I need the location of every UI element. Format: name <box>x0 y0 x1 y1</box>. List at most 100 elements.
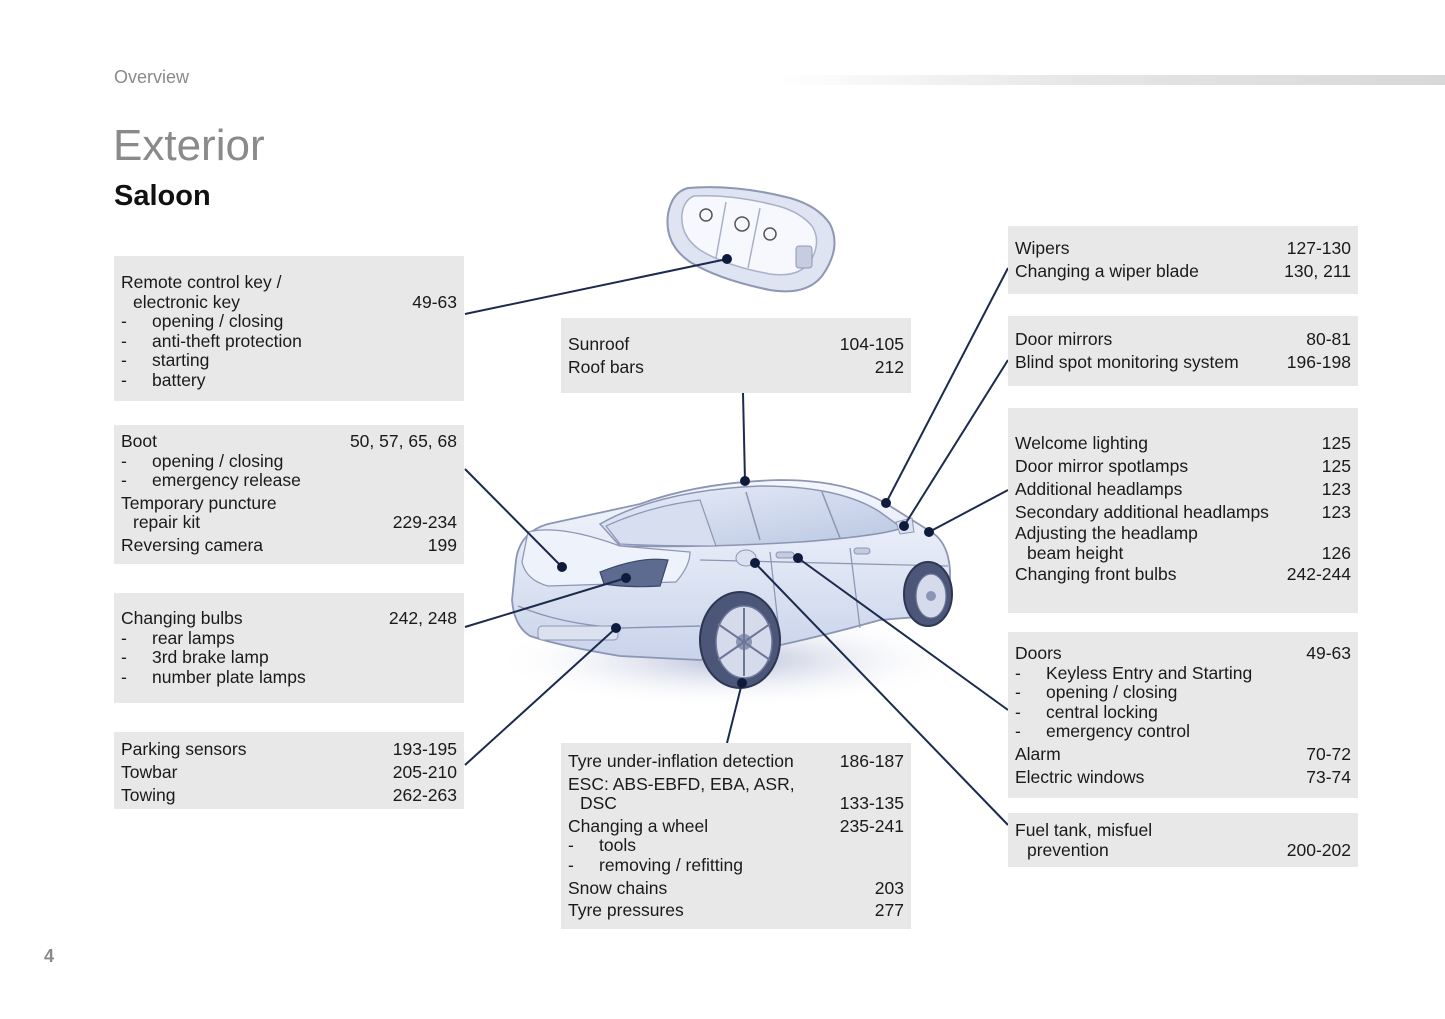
key-item: starting <box>152 350 210 371</box>
secondary-label: Secondary additional headlamps <box>1015 502 1269 522</box>
key-fob-illustration <box>666 186 836 293</box>
roofbars-label: Roof bars <box>568 357 644 377</box>
roofbars-pages: 212 <box>874 357 904 377</box>
towbar-pages: 205-210 <box>392 762 457 782</box>
front-bulbs-label: Changing front bulbs <box>1015 564 1177 585</box>
header-rule <box>775 75 1445 85</box>
fuel-title: Fuel tank, misfuel <box>1015 820 1153 840</box>
wheel-item: removing / refitting <box>599 854 743 875</box>
box-wipers: Wipers 127-130 Changing a wiper blade 130,… <box>1008 226 1358 294</box>
wipers-label: Wipers <box>1015 238 1070 258</box>
puncture-pages: 229-234 <box>392 512 457 533</box>
camera-pages: 199 <box>427 534 457 555</box>
boot-item: emergency release <box>152 470 301 491</box>
page-number: 4 <box>44 946 55 966</box>
chains-pages: 203 <box>874 877 904 898</box>
esc-label: ESC: ABS-EBFD, EBA, ASR, <box>568 773 795 794</box>
box-tyre: Tyre under-inflation detection 186-187 ES… <box>561 743 911 929</box>
leader-fuel <box>754 562 1009 826</box>
leader-boot <box>464 468 563 568</box>
section-label: Overview <box>114 67 190 87</box>
wheel-item: tools <box>599 835 636 856</box>
leader-bulbs <box>464 577 627 628</box>
box-boot: Boot 50, 57, 65, 68 -opening / closing -… <box>114 425 464 564</box>
esc-label-cont: DSC <box>580 793 617 814</box>
leader-mirrors <box>903 359 1009 527</box>
car-illustration <box>490 479 970 708</box>
esc-pages: 133-135 <box>839 793 904 814</box>
leader-lighting <box>928 489 1009 533</box>
adjust-pages: 126 <box>1321 542 1351 563</box>
puncture-title: Temporary puncture <box>121 492 277 513</box>
welcome-pages: 125 <box>1321 433 1351 453</box>
key-title-cont: electronic key <box>133 291 240 312</box>
key-item: opening / closing <box>152 311 284 332</box>
bulbs-title: Changing bulbs <box>121 608 243 628</box>
doors-item: opening / closing <box>1046 682 1178 703</box>
camera-label: Reversing camera <box>121 534 263 555</box>
blind-spot-label: Blind spot monitoring system <box>1015 352 1239 372</box>
wiper-blade-label: Changing a wiper blade <box>1015 261 1199 281</box>
boot-title: Boot <box>121 431 157 451</box>
box-mirrors: Door mirrors 80-81 Blind spot monitoring … <box>1008 316 1358 386</box>
page-subtitle: Saloon <box>114 180 211 212</box>
wheel-pages: 235-241 <box>839 815 904 836</box>
parking-label: Parking sensors <box>121 739 247 759</box>
fuel-pages: 200-202 <box>1286 839 1351 860</box>
doors-item: emergency control <box>1046 721 1190 742</box>
doors-item: central locking <box>1046 701 1158 722</box>
parking-pages: 193-195 <box>392 739 457 759</box>
key-pages: 49-63 <box>412 291 457 312</box>
wheel-label: Changing a wheel <box>568 815 709 836</box>
towbar-label: Towbar <box>121 762 178 782</box>
leader-doors <box>797 557 1009 711</box>
boot-item: opening / closing <box>152 450 284 471</box>
doors-item: Keyless Entry and Starting <box>1046 662 1253 683</box>
leader-parking <box>464 627 617 766</box>
front-bulbs-pages: 242-244 <box>1286 564 1351 585</box>
mirrors-label: Door mirrors <box>1015 329 1113 349</box>
sunroof-pages: 104-105 <box>839 334 904 354</box>
alarm-label: Alarm <box>1015 743 1061 764</box>
tpms-pages: 186-187 <box>839 751 904 771</box>
leader-key <box>464 258 728 315</box>
chains-label: Snow chains <box>568 877 668 898</box>
towing-pages: 262-263 <box>392 785 457 805</box>
alarm-pages: 70-72 <box>1306 743 1351 764</box>
key-title: Remote control key / <box>121 272 282 292</box>
doors-pages: 49-63 <box>1306 643 1351 663</box>
pressures-label: Tyre pressures <box>568 900 684 921</box>
key-item: anti-theft protection <box>152 330 302 351</box>
spotlamps-label: Door mirror spotlamps <box>1015 456 1189 476</box>
fuel-title-cont: prevention <box>1027 839 1109 860</box>
additional-pages: 123 <box>1321 479 1351 499</box>
adjust-label-cont: beam height <box>1027 542 1124 563</box>
wipers-pages: 127-130 <box>1286 238 1351 258</box>
tpms-label: Tyre under-inflation detection <box>568 751 794 771</box>
secondary-pages: 123 <box>1321 502 1351 522</box>
leader-sunroof <box>742 392 746 482</box>
bulbs-pages: 242, 248 <box>388 608 457 628</box>
leader-wipers <box>885 267 1009 504</box>
pressures-pages: 277 <box>874 900 904 921</box>
boot-pages: 50, 57, 65, 68 <box>349 431 457 451</box>
towing-label: Towing <box>121 785 176 805</box>
leader-tyre <box>726 682 743 744</box>
doors-title: Doors <box>1015 643 1062 663</box>
windows-pages: 73-74 <box>1306 766 1351 787</box>
bulbs-item: number plate lamps <box>152 666 306 687</box>
box-parking: Parking sensors 193-195 Towbar 205-210 Tow… <box>114 732 464 809</box>
box-fuel: Fuel tank, misfuel prevention 200-202 <box>1008 813 1358 867</box>
key-item: battery <box>152 369 206 390</box>
puncture-title-cont: repair kit <box>133 512 201 533</box>
adjust-label: Adjusting the headlamp <box>1015 523 1198 543</box>
mirrors-pages: 80-81 <box>1306 329 1351 349</box>
spotlamps-pages: 125 <box>1321 456 1351 476</box>
bulbs-item: 3rd brake lamp <box>152 647 269 668</box>
blind-spot-pages: 196-198 <box>1286 352 1351 372</box>
wiper-blade-pages: 130, 211 <box>1284 261 1351 281</box>
box-remote-key: Remote control key / electronic key 49-6… <box>114 256 464 401</box>
